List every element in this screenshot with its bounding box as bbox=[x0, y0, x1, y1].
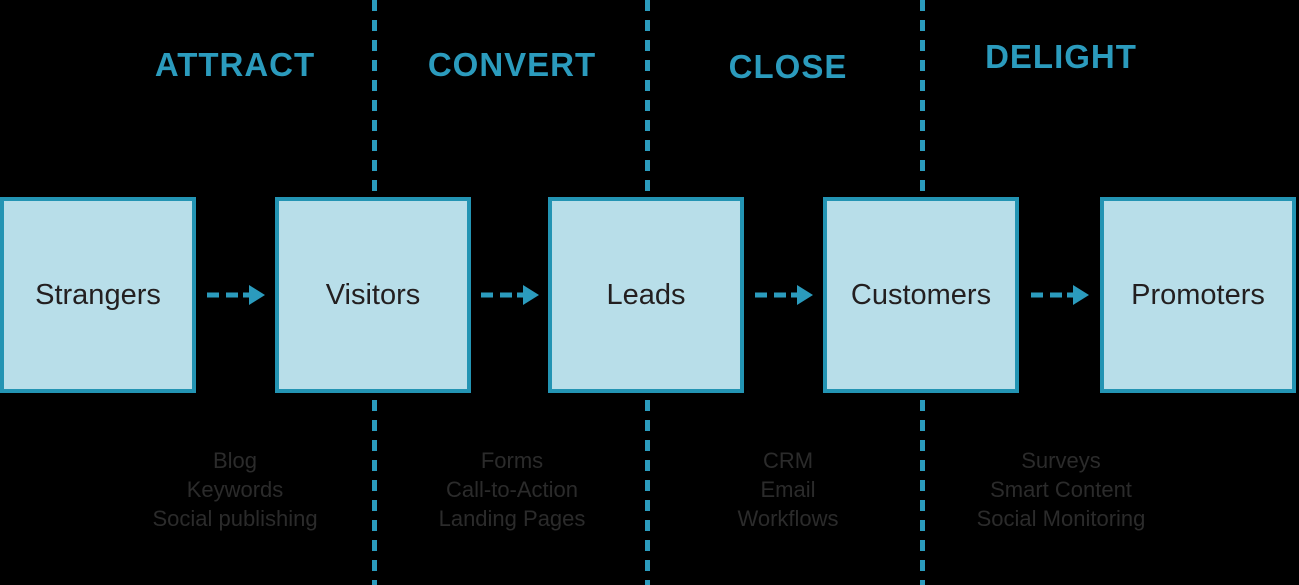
tool-item: Keywords bbox=[186, 477, 284, 502]
tool-item: Forms bbox=[480, 448, 544, 473]
tools-delight: Surveys Smart Content Social Monitoring bbox=[977, 446, 1146, 533]
tool-item: Social Monitoring bbox=[976, 506, 1146, 531]
tool-item: CRM bbox=[762, 448, 814, 473]
flow-arrow-leads-customers bbox=[755, 285, 813, 305]
tool-item: Smart Content bbox=[990, 477, 1132, 502]
tool-item: Surveys bbox=[1021, 448, 1101, 473]
stage-heading-attract: ATTRACT bbox=[154, 46, 316, 83]
tools-attract: Blog Keywords Social publishing bbox=[152, 446, 317, 533]
stage-heading-close: CLOSE bbox=[728, 48, 848, 85]
node-customers: Customers bbox=[823, 197, 1019, 393]
node-promoters: Promoters bbox=[1100, 197, 1296, 393]
node-label: Visitors bbox=[325, 278, 421, 311]
node-label: Leads bbox=[606, 278, 686, 311]
tools-close: CRM Email Workflows bbox=[737, 446, 838, 533]
tool-item: Email bbox=[760, 477, 816, 502]
node-visitors: Visitors bbox=[275, 197, 471, 393]
tool-item: Blog bbox=[212, 448, 258, 473]
tool-item: Landing Pages bbox=[438, 506, 586, 531]
node-label: Customers bbox=[850, 278, 992, 311]
tool-item: Workflows bbox=[737, 506, 839, 531]
flow-arrow-customers-promoters bbox=[1031, 285, 1089, 305]
flow-arrow-visitors-leads bbox=[481, 285, 539, 305]
node-strangers: Strangers bbox=[0, 197, 196, 393]
tool-item: Social publishing bbox=[152, 506, 318, 531]
node-label: Promoters bbox=[1131, 278, 1265, 311]
tools-convert: Forms Call-to-Action Landing Pages bbox=[439, 446, 586, 533]
flow-arrow-strangers-visitors bbox=[207, 285, 265, 305]
node-label: Strangers bbox=[35, 278, 161, 311]
node-leads: Leads bbox=[548, 197, 744, 393]
stage-heading-delight: DELIGHT bbox=[985, 38, 1137, 75]
tool-item: Call-to-Action bbox=[445, 477, 579, 502]
stage-heading-convert: CONVERT bbox=[427, 46, 597, 83]
